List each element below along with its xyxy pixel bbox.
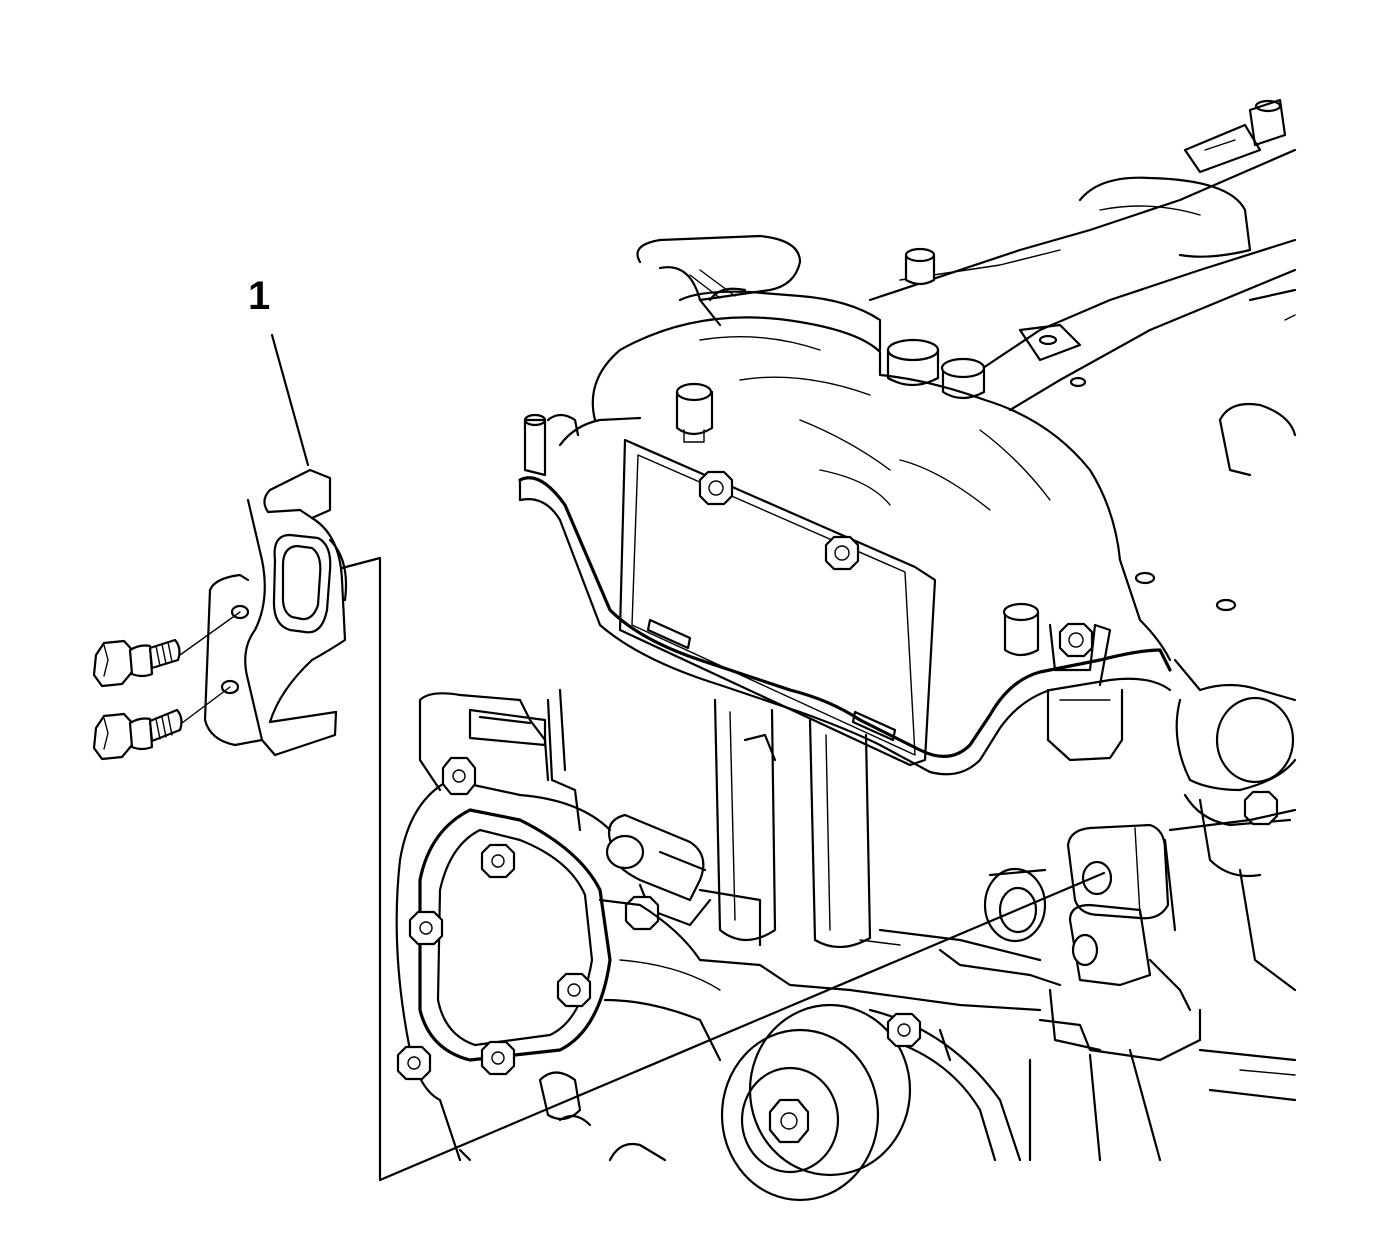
plate-bolt-upper: [698, 470, 734, 506]
bolt-alignment-line-lower: [181, 686, 231, 724]
cam-cover: [868, 98, 1297, 612]
engine-assembly: [395, 98, 1297, 1202]
vent-hose: [636, 234, 882, 352]
timing-cover-bolts: [396, 756, 592, 1081]
ignition-coils: [713, 698, 872, 949]
manifold-gasket: [518, 413, 1172, 776]
idler-pulley: [983, 867, 1047, 943]
cylinder-block: [598, 898, 1062, 1062]
timing-cover: [395, 688, 667, 1162]
bracket-assembly: [92, 468, 348, 761]
cam-cover-bolts: [886, 247, 986, 400]
mount-studs: [1002, 602, 1124, 762]
exploded-view-bracket-line: [340, 556, 1106, 1182]
crankshaft-pulley: [720, 1003, 1022, 1202]
bracket-plate: [203, 468, 348, 757]
water-outlet: [1163, 658, 1297, 992]
callout-label-1: 1: [248, 274, 271, 318]
cam-sensor: [605, 813, 762, 947]
bracket-bolt-lower: [92, 708, 183, 761]
bolt-alignment-line-upper: [179, 611, 241, 656]
engine-mount-pad: [1028, 823, 1297, 1162]
intake-manifold: [558, 316, 1172, 767]
bracket-bolt-upper: [92, 638, 181, 688]
plate-bolt-lower: [824, 535, 860, 571]
callout-leader-line: [270, 333, 310, 467]
